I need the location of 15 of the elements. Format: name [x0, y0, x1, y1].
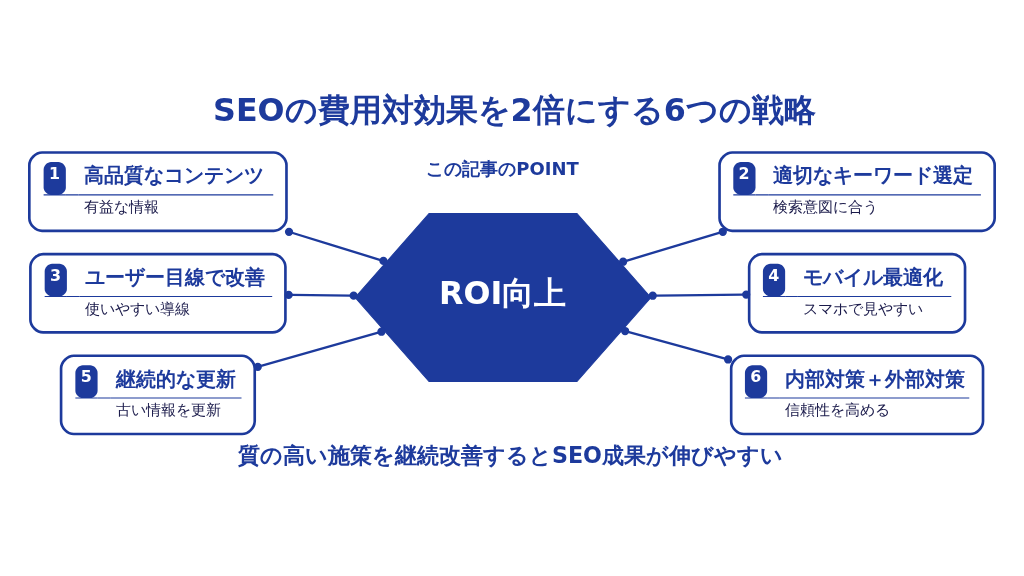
label: この記事のPOINT — [426, 157, 579, 179]
connector — [619, 227, 727, 266]
connector — [284, 290, 358, 300]
connector — [284, 227, 388, 266]
node-box: 5 継続的な更新 古い情報を更新 — [59, 354, 257, 436]
connector — [253, 327, 386, 371]
node-box: 4 モバイル最適化 スマホで見やすい — [747, 252, 967, 334]
node-box: 1 高品質なコンテンツ 有益な情報 — [28, 151, 288, 233]
caption: 質の高い施策を継続改善するとSEO成果が伸びやすい — [237, 442, 783, 469]
node-box: 3 ユーザー目線で改善 使いやすい導線 — [29, 252, 287, 334]
diagram-title: SEOの費用対効果を2倍にする6つの戦略 — [213, 91, 816, 128]
connector — [648, 290, 751, 300]
connector — [620, 326, 733, 364]
node-box: 2 適切なキーワード選定 検索意図に合う — [718, 151, 996, 233]
node-box: 6 内部対策＋外部対策 信頼性を高める — [729, 354, 985, 436]
